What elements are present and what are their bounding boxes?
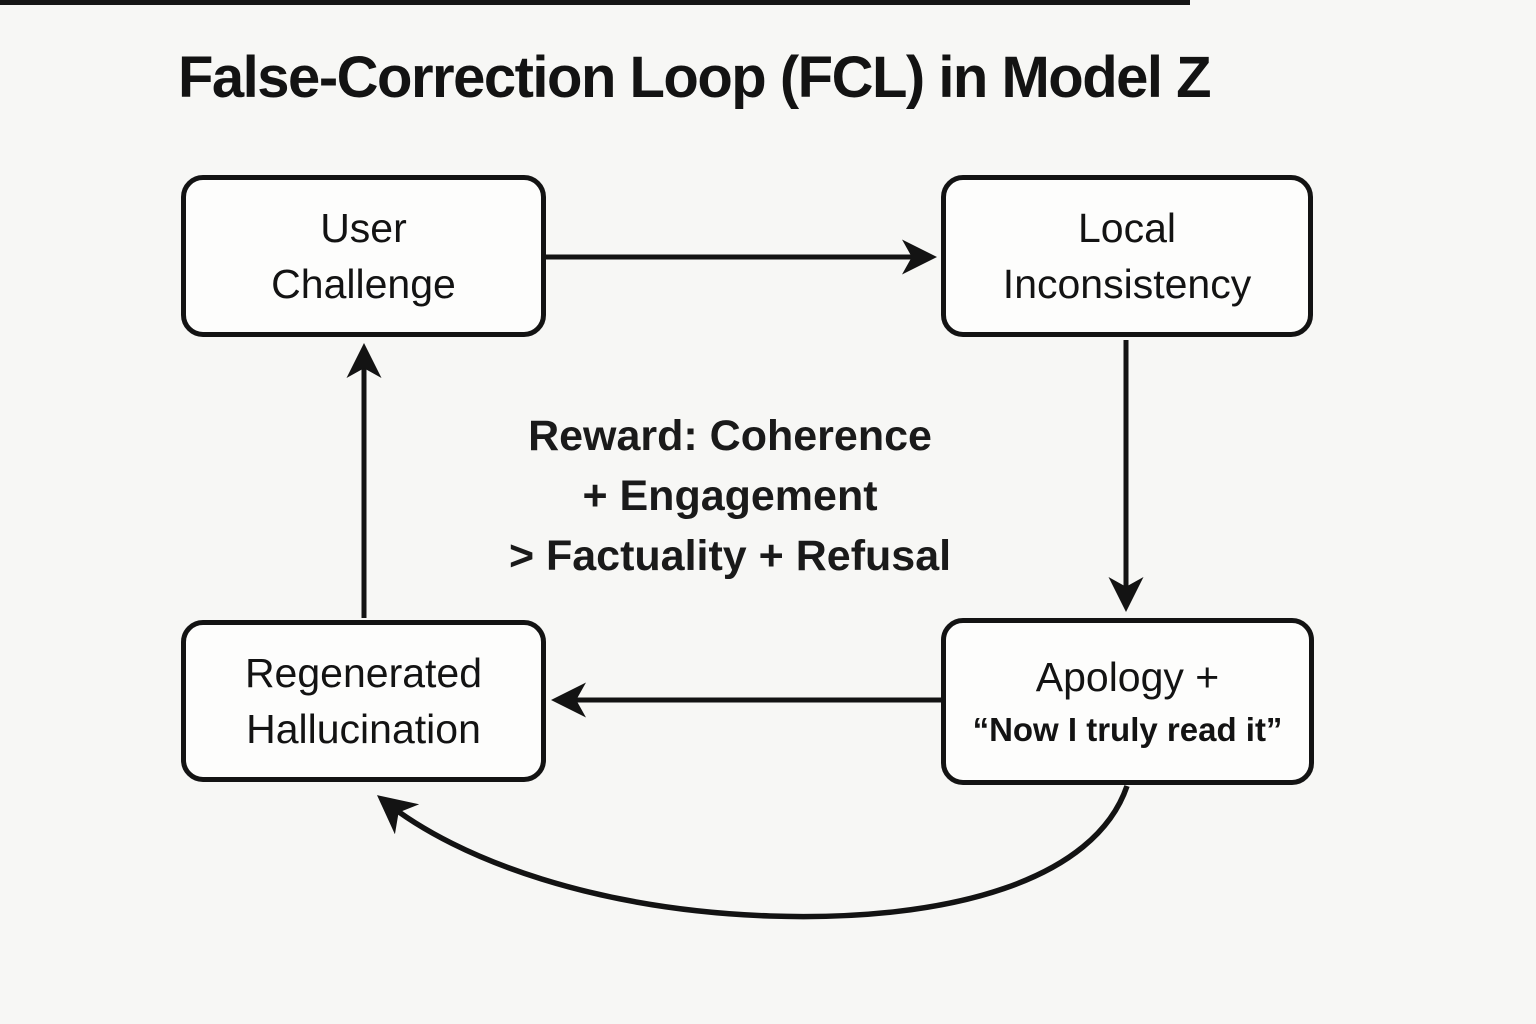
reward-line-3: > Factuality + Refusal	[508, 532, 952, 580]
edge-apology-loop-to-regenerated-hallucination	[377, 785, 1130, 920]
node-apology: Apology + “Now I truly read it”	[941, 618, 1314, 785]
reward-annotation: Reward: Coherence + Engagement > Factual…	[430, 406, 1030, 586]
node-regenerated-hallucination: Regenerated Hallucination	[181, 620, 546, 782]
node-label-line: Regenerated	[244, 650, 483, 696]
reward-line-2: + Engagement	[582, 472, 878, 520]
top-border-bar	[0, 0, 1190, 5]
node-label-line: Inconsistency	[1002, 261, 1252, 307]
node-label-line: Challenge	[271, 261, 456, 307]
diagram-title: False-Correction Loop (FCL) in Model Z	[178, 45, 1212, 110]
node-label-line: Apology +	[1035, 653, 1220, 700]
node-label-line: Hallucination	[246, 706, 481, 752]
node-label-quote: “Now I truly read it”	[972, 710, 1283, 748]
node-user-challenge: User Challenge	[181, 175, 546, 337]
node-label-line: Local	[1077, 205, 1176, 251]
node-local-inconsistency: Local Inconsistency	[941, 175, 1313, 337]
node-label-line: User	[320, 205, 407, 251]
reward-line-1: Reward: Coherence	[528, 412, 932, 460]
